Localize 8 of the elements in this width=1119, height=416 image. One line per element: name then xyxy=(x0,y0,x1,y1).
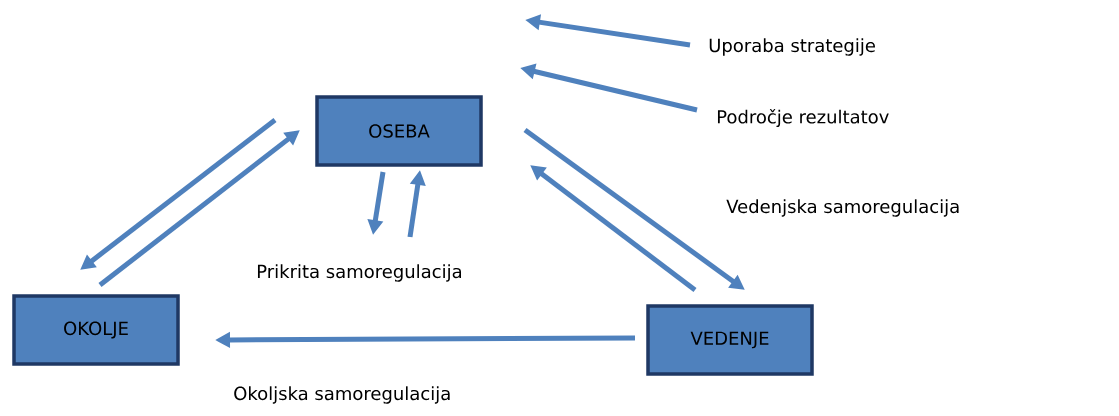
entity-box: OSEBA xyxy=(315,95,483,167)
entity-box: OKOLJE xyxy=(12,294,180,366)
entity-box: VEDENJE xyxy=(646,304,814,376)
caption-text: Okoljska samoregulacija xyxy=(234,386,450,404)
caption-text: Vedenjska samoregulacija xyxy=(726,199,959,217)
annotation-text: Področje rezultatov xyxy=(718,108,889,128)
annotation-text: Uporaba strategije xyxy=(709,38,875,56)
caption-text: Prikrita samoregulacija xyxy=(258,264,461,282)
